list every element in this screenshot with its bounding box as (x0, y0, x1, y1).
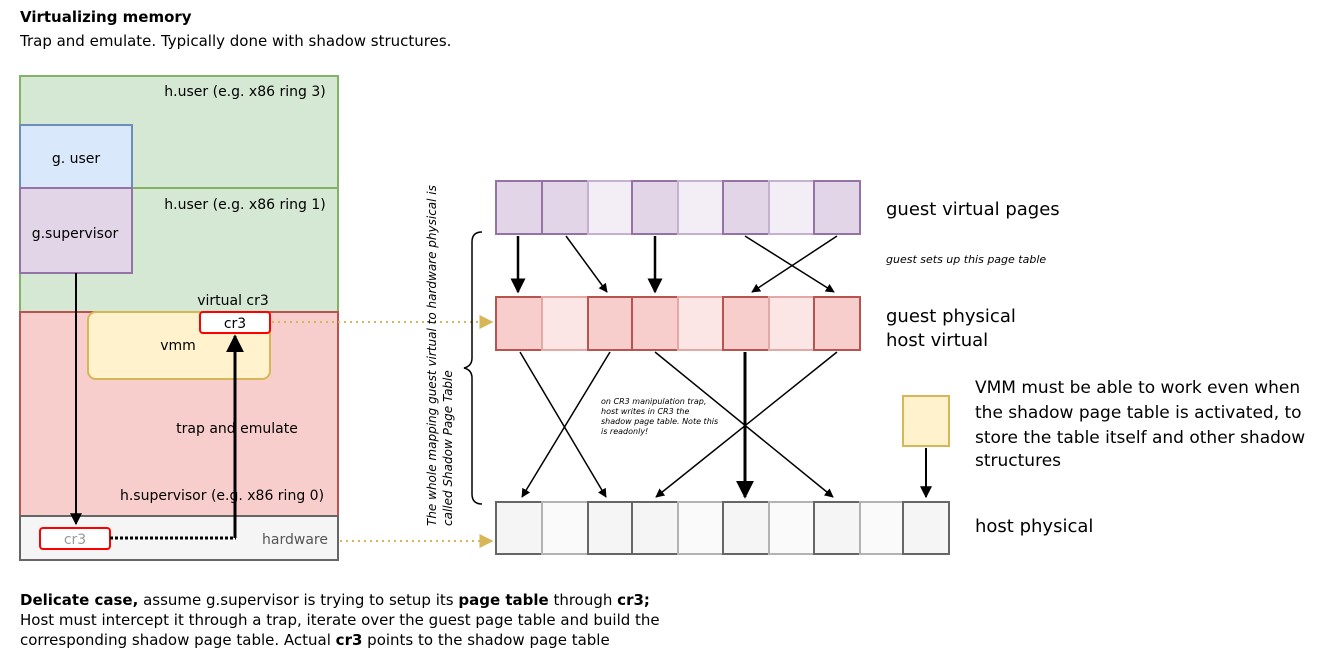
host-physical-row (495, 501, 950, 555)
cr3-vmm-register (199, 311, 271, 334)
hardware-label: hardware (262, 532, 328, 548)
page-title: Virtualizing memory (20, 8, 192, 26)
vmm-note-line2: the shadow page table is activated, to (975, 403, 1302, 423)
guest-sets-label: guest sets up this page table (886, 253, 1046, 266)
vmm-note-line4: structures (975, 451, 1061, 471)
guest-physical-row (495, 296, 861, 351)
trap-note-line4: is readonly! (601, 427, 648, 436)
host-virtual-label: host virtual (886, 330, 988, 351)
guest-supervisor-box (19, 187, 133, 274)
cr3-hardware-label: cr3 (64, 532, 86, 548)
trap-note-line1: on CR3 manipulation trap, (601, 397, 706, 406)
virtual-cr3-label: virtual cr3 (197, 293, 269, 309)
shadow-page-table-label-line2: called Shadow Page Table (441, 370, 455, 526)
shadow-page-table-arrows (519, 351, 932, 499)
cr3-vmm-label: cr3 (224, 316, 246, 332)
host-physical-label: host physical (975, 516, 1093, 537)
trap-emulate-label: trap and emulate (176, 421, 298, 437)
hsupervisor-label: h.supervisor (e.g. x86 ring 0) (120, 488, 324, 504)
footer-note: Delicate case, assume g.supervisor is tr… (20, 591, 660, 649)
trap-note-line2: host writes in CR3 the (601, 407, 689, 416)
shadow-page-table-label-line1: The whole mapping guest virtual to hardw… (425, 185, 439, 526)
vmm-label: vmm (160, 338, 196, 354)
vmm-note-line3: store the table itself and other shadow (975, 428, 1305, 448)
guest-supervisor-label: g.supervisor (32, 226, 119, 242)
shadow-brace (463, 231, 483, 505)
guest-virtual-row (495, 180, 861, 235)
huser-ring1-label: h.user (e.g. x86 ring 1) (164, 197, 325, 213)
guest-page-table-arrows (510, 235, 838, 294)
guest-physical-label: guest physical (886, 306, 1016, 327)
guest-virtual-label: guest virtual pages (886, 199, 1060, 220)
vmm-note-line1: VMM must be able to work even when (975, 378, 1300, 398)
page-subtitle: Trap and emulate. Typically done with sh… (20, 32, 452, 50)
vmm-shadow-storage-box (902, 395, 950, 447)
trap-note-line3: shadow page table. Note this (601, 417, 718, 426)
guest-user-label: g. user (52, 151, 101, 167)
huser-ring3-label: h.user (e.g. x86 ring 3) (164, 84, 325, 100)
